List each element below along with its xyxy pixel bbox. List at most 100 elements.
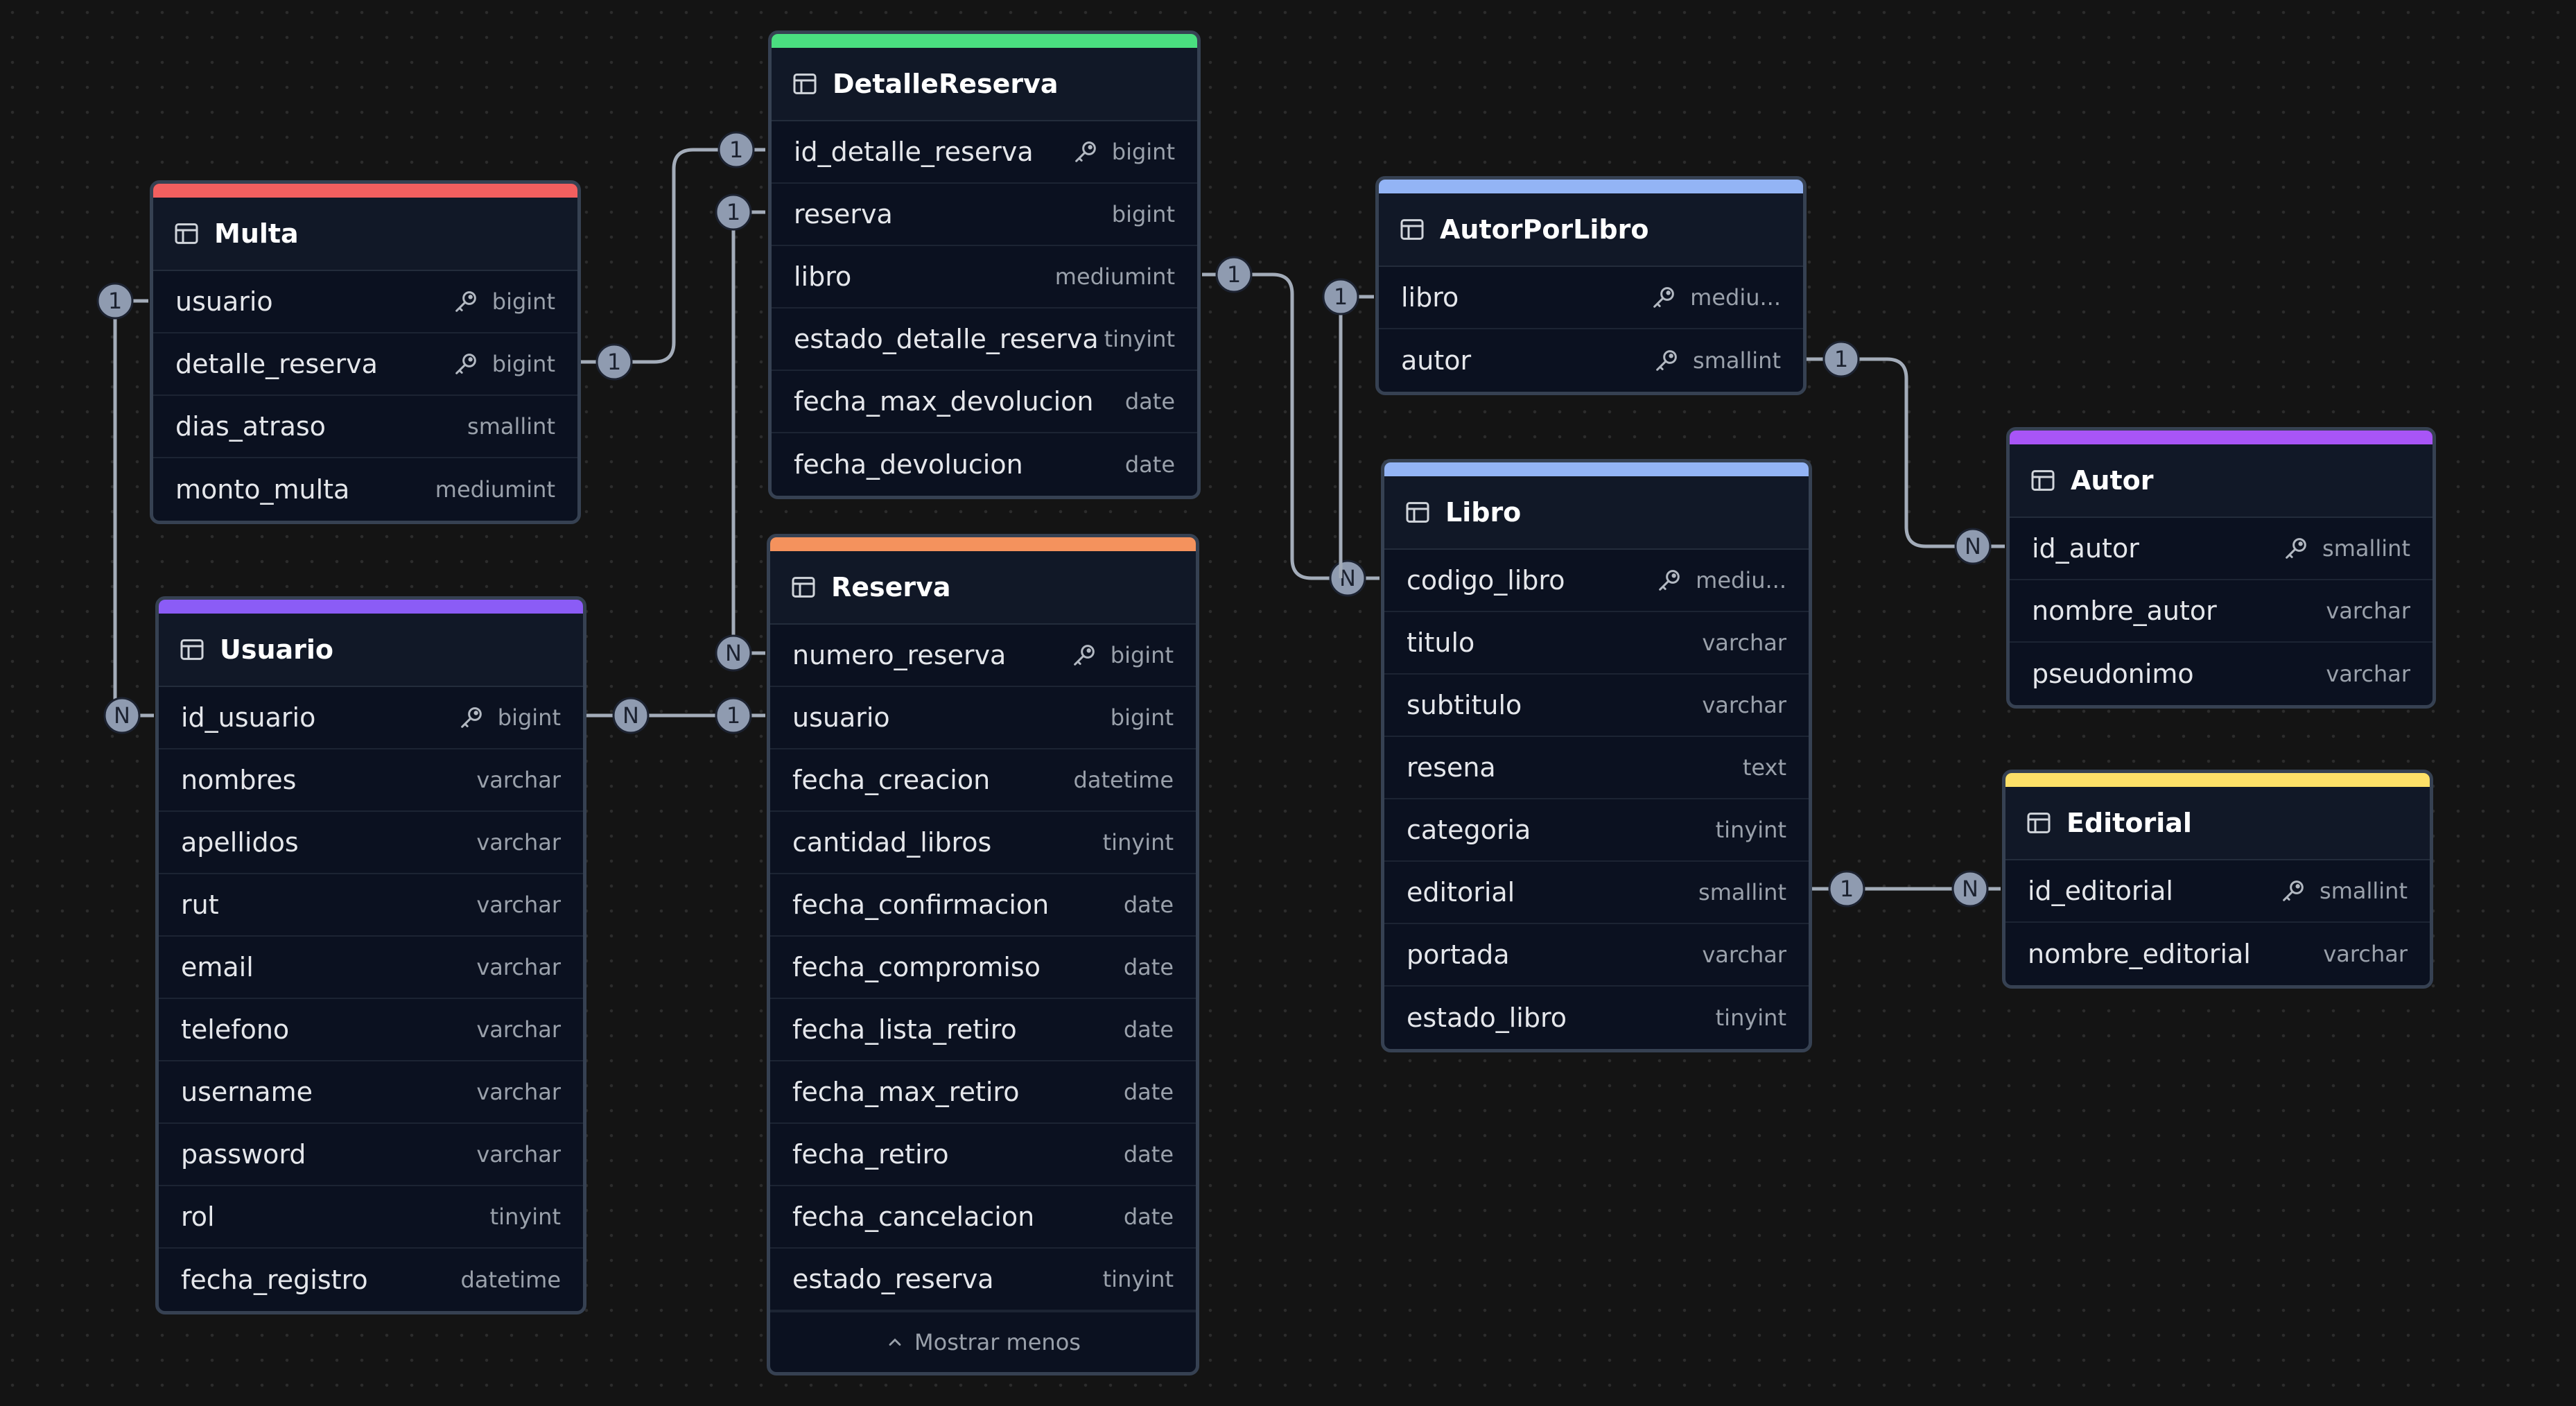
field-row-libro[interactable]: libro mediumint <box>772 246 1197 309</box>
table-color-bar <box>159 600 583 614</box>
field-type: mediumint <box>1054 263 1175 290</box>
cardinality-badge: 1 <box>1322 278 1359 315</box>
field-name: libro <box>1401 282 1459 313</box>
cardinality-badge: 1 <box>1215 256 1253 293</box>
field-type: tinyint <box>489 1204 561 1230</box>
field-name: libro <box>794 261 852 292</box>
table-name: Reserva <box>831 572 951 602</box>
table-icon <box>1404 498 1431 526</box>
field-name: id_usuario <box>181 702 316 733</box>
field-name: fecha_registro <box>181 1265 368 1295</box>
field-type: tinyint <box>1102 1266 1174 1292</box>
cardinality-badge: N <box>715 634 752 672</box>
table-header[interactable]: Editorial <box>2005 787 2430 860</box>
field-type: bigint <box>1111 201 1175 227</box>
field-type: tinyint <box>1104 326 1175 352</box>
field-type: date <box>1123 892 1174 918</box>
field-type: bigint <box>1110 704 1174 731</box>
show-less-button[interactable]: Mostrar menos <box>770 1311 1196 1372</box>
table-header[interactable]: Libro <box>1384 476 1809 550</box>
field-type: tinyint <box>1102 829 1174 856</box>
field-row-id-autor[interactable]: id_autor smallint <box>2010 518 2433 580</box>
table-header[interactable]: DetalleReserva <box>772 48 1197 121</box>
field-name: username <box>181 1077 313 1107</box>
field-name: nombre_autor <box>2032 596 2217 626</box>
cardinality-badge: 1 <box>96 282 134 320</box>
field-name: monto_multa <box>175 474 350 505</box>
field-type: tinyint <box>1715 817 1786 843</box>
field-name: nombre_editorial <box>2028 939 2251 969</box>
field-row-portada[interactable]: portada varchar <box>1384 924 1809 987</box>
field-name: usuario <box>792 702 890 733</box>
field-type: varchar <box>476 892 561 918</box>
table-header[interactable]: Usuario <box>159 614 583 687</box>
table-header[interactable]: Autor <box>2010 444 2433 518</box>
table-header[interactable]: Reserva <box>770 551 1196 625</box>
field-name: id_autor <box>2032 533 2139 564</box>
svg-text:1: 1 <box>729 137 743 163</box>
field-row-usuario[interactable]: usuario bigint <box>770 687 1196 749</box>
relationship-line <box>629 148 718 364</box>
field-name: detalle_reserva <box>175 349 378 379</box>
field-type: smallint <box>2322 535 2410 562</box>
field-type: varchar <box>1702 630 1786 656</box>
field-name: portada <box>1407 939 1510 970</box>
svg-text:1: 1 <box>726 199 740 225</box>
field-name: resena <box>1407 752 1496 783</box>
field-type: varchar <box>1702 941 1786 968</box>
svg-text:1: 1 <box>726 702 740 729</box>
table-header[interactable]: Multa <box>153 198 577 271</box>
table-header[interactable]: AutorPorLibro <box>1379 193 1803 267</box>
